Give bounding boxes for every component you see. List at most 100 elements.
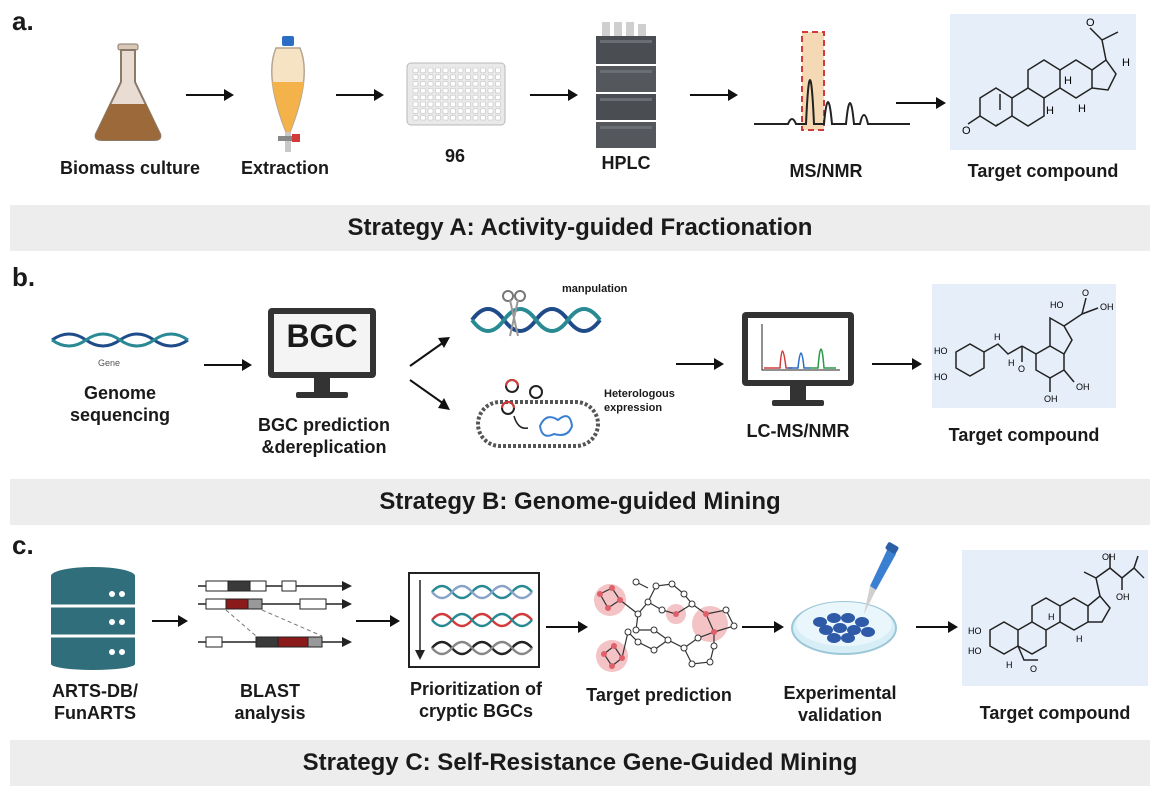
step-biomass-culture: Biomass culture — [59, 158, 201, 178]
plate-well — [457, 101, 464, 107]
plate-well — [450, 94, 456, 101]
plate-well — [480, 115, 486, 121]
plate-well — [420, 74, 426, 80]
arrow-a2 — [336, 89, 384, 101]
plate-well — [412, 101, 419, 107]
step-lc-ms-nmr: LC-MS/NMR — [746, 421, 850, 441]
arrow-a3 — [530, 89, 578, 101]
plate-well — [465, 108, 471, 114]
plate-well — [420, 94, 426, 101]
dna-manipulation-icon — [470, 290, 602, 337]
plate-well — [420, 81, 426, 87]
plate-well — [442, 88, 449, 94]
plate-well — [457, 81, 464, 87]
step-bgc-prediction: BGC prediction &dereplication — [257, 415, 390, 457]
mol-b-oh2: OH — [1076, 382, 1090, 392]
plate-well — [435, 81, 441, 87]
plate-well — [435, 94, 441, 101]
plate-well — [412, 115, 419, 121]
plate-well — [450, 74, 456, 80]
plate-well — [450, 67, 456, 73]
chromatogram-icon — [754, 31, 910, 131]
plate-well — [427, 88, 434, 94]
plate-well — [427, 81, 434, 87]
plate-well — [495, 108, 501, 114]
plate-well — [412, 94, 419, 101]
plate-well — [427, 115, 434, 121]
plate-well — [435, 74, 441, 80]
plate-well — [450, 81, 456, 87]
plate-well — [495, 115, 501, 121]
plate-well — [472, 67, 479, 73]
plate-well — [495, 74, 501, 80]
plate-well — [487, 67, 494, 73]
plate-well — [450, 88, 456, 94]
target-compound-c-box: HO HO OH OH O H H H — [962, 550, 1148, 686]
plate-well — [435, 67, 441, 73]
prioritization-icon — [408, 572, 540, 668]
mol-a-h3: H — [1046, 105, 1054, 117]
mol-b-h1: H — [994, 332, 1001, 342]
plate-well — [457, 88, 464, 94]
mol-a-h2: H — [1064, 75, 1072, 87]
plate-well — [465, 94, 471, 101]
plate-well — [480, 67, 486, 73]
plate-well — [465, 88, 471, 94]
plate-well — [442, 67, 449, 73]
step-hplc: HPLC — [601, 153, 651, 173]
plate-well — [465, 115, 471, 121]
step-ms-nmr: MS/NMR — [789, 161, 863, 181]
mol-b-o2: O — [1082, 288, 1089, 298]
mol-a-h1: H — [1122, 57, 1130, 69]
plate-well — [412, 108, 419, 114]
arrow-c2 — [356, 615, 400, 627]
plate-well — [480, 108, 486, 114]
step-extraction: Extraction — [240, 158, 330, 178]
mol-a-o2: O — [1086, 17, 1095, 29]
step-target-compound-c: Target compound — [979, 703, 1131, 723]
plate-well — [427, 101, 434, 107]
plate-well — [435, 108, 441, 114]
arrow-c5 — [916, 621, 958, 633]
arrow-a4 — [690, 89, 738, 101]
arrow-b2 — [676, 358, 724, 370]
mol-a-o1: O — [962, 125, 971, 137]
mol-b-o: O — [1018, 364, 1025, 374]
database-icon — [51, 567, 135, 670]
separatory-funnel-icon — [271, 36, 305, 152]
arrow-c3 — [546, 621, 588, 633]
mol-c-ho1: HO — [968, 626, 982, 636]
plate-well — [457, 115, 464, 121]
step-arts-db: ARTS-DB/ FunARTS — [52, 681, 138, 723]
mol-b-ho3: HO — [1050, 300, 1064, 310]
plate-well — [495, 81, 501, 87]
plate-well — [442, 81, 449, 87]
plate-well — [487, 101, 494, 107]
arrow-a1 — [186, 89, 234, 101]
well-plate-icon — [406, 62, 506, 126]
mol-c-oh1: OH — [1102, 552, 1116, 562]
mol-b-ho1: HO — [934, 346, 948, 356]
arrow-b3 — [872, 358, 922, 370]
target-compound-b-box: HO HO HO OH OH OH O O H H — [932, 284, 1116, 408]
plate-well — [487, 115, 494, 121]
plate-well — [472, 81, 479, 87]
plate-well — [495, 94, 501, 101]
plate-well — [442, 74, 449, 80]
plate-well — [435, 88, 441, 94]
plate-well — [487, 81, 494, 87]
panel-b-letter: b. — [12, 262, 36, 292]
mol-a-h4: H — [1078, 103, 1086, 115]
plate-well — [420, 115, 426, 121]
mol-b-oh1: OH — [1100, 302, 1114, 312]
gene-text: Gene — [98, 358, 121, 368]
plate-well — [412, 74, 419, 80]
panel-a-letter: a. — [12, 6, 34, 36]
mol-c-o: O — [1030, 664, 1037, 674]
plate-well — [472, 115, 479, 121]
brassinolide-structure: HO HO OH OH O H H H — [968, 552, 1145, 674]
plate-well — [480, 101, 486, 107]
arrow-c4 — [742, 621, 784, 633]
plate-well — [465, 101, 471, 107]
plate-well — [442, 108, 449, 114]
